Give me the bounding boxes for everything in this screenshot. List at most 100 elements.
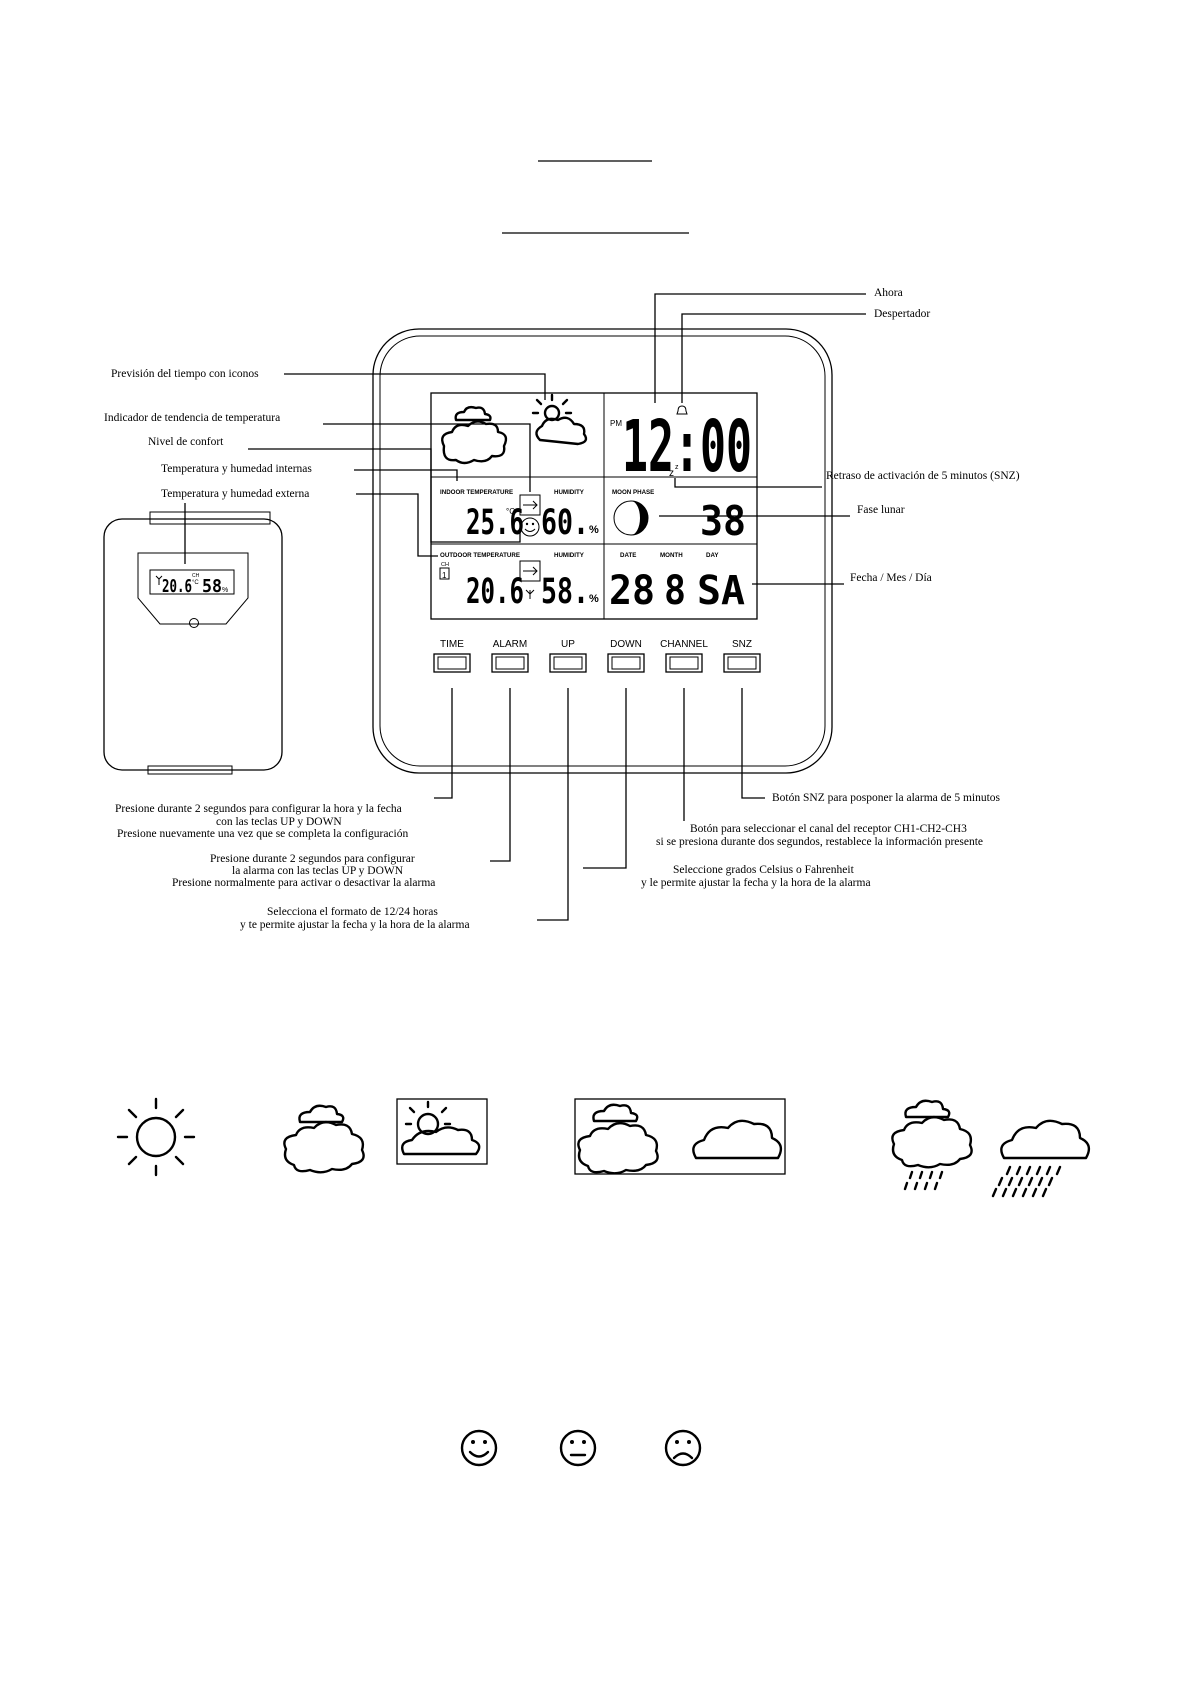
sensor-ch: CH — [192, 573, 200, 579]
lcd-pm-indicator: PM — [610, 419, 622, 428]
button-label-channel: CHANNEL — [660, 639, 708, 650]
heavy-cloud-icon — [692, 1119, 783, 1160]
leader-snz-button — [741, 688, 765, 799]
button-label-alarm: ALARM — [493, 639, 527, 650]
note-down-line-1: Seleccione grados Celsius o Fahrenheit — [673, 864, 855, 876]
note-alarm-line-2: la alarma con las teclas UP y DOWN — [232, 865, 404, 877]
lcd-moon-phase-label: MOON PHASE — [612, 489, 654, 496]
lcd-comfort-icon — [520, 517, 540, 537]
note-channel-line-1: Botón para seleccionar el canal del rece… — [690, 823, 967, 835]
time-button[interactable] — [433, 653, 471, 673]
button-notes: Presione durante 2 segundos para configu… — [115, 688, 1001, 931]
sensor-bottom-foot — [147, 765, 233, 775]
up-button[interactable] — [549, 653, 587, 673]
lcd-day-value: SA — [697, 568, 745, 614]
channel-button[interactable] — [665, 653, 703, 673]
lcd-snooze-marker: z — [669, 468, 674, 479]
sensor-temp: 20.6 — [162, 576, 192, 597]
alarm-button[interactable] — [491, 653, 529, 673]
leader-comfort-level — [248, 448, 521, 543]
comfort-neutral-icon — [559, 1429, 597, 1467]
lcd-snooze-marker-sup: z — [675, 464, 679, 471]
lcd-channel-number: 1 — [442, 571, 447, 580]
main-unit-inner-frame — [379, 335, 826, 767]
callout-weather-forecast: Previsión del tiempo con iconos — [111, 368, 259, 380]
lcd-indoor-unit: °C — [506, 507, 515, 516]
lcd-time: 12:00 — [622, 405, 752, 488]
leader-weather-forecast — [284, 373, 546, 400]
note-time-line-3: Presione nuevamente una vez que se compl… — [117, 828, 408, 840]
lcd-outdoor-humidity-label: HUMIDITY — [554, 552, 585, 559]
lcd-temperature-trend-icon — [519, 494, 541, 516]
weather-icon-legend — [116, 1097, 1091, 1198]
leader-outdoor — [356, 493, 438, 557]
leader-indoor — [354, 469, 458, 481]
button-row: TIME ALARM UP DOWN CHANNEL SNZ — [433, 639, 761, 673]
note-snz: Botón SNZ para posponer la alarma de 5 m… — [772, 792, 1001, 804]
note-down-line-2: y le permite ajustar la fecha y la hora … — [641, 877, 871, 889]
lcd-month-value: 8 — [664, 568, 686, 614]
right-callouts: Ahora Despertador Retraso de activación … — [654, 287, 1020, 585]
lcd-indoor-label: INDOOR TEMPERATURE — [440, 489, 513, 496]
sensor-body — [103, 518, 283, 771]
partly-cloudy-icon — [401, 1100, 481, 1156]
sensor-percent: % — [222, 587, 228, 594]
callout-temperature-trend: Indicador de tendencia de temperatura — [104, 412, 280, 424]
leader-alarm — [681, 313, 866, 403]
main-unit: PM 12:00 z z INDOOR TEMPERATURE 25.6 °C … — [372, 328, 833, 774]
lcd-signal-icon — [525, 589, 535, 599]
lcd-outdoor-percent: % — [589, 593, 599, 605]
note-channel-line-2: si se presiona durante dos segundos, res… — [656, 836, 983, 848]
remote-sensor: 20.6 CH °C 58 % — [103, 511, 283, 775]
button-label-down: DOWN — [610, 639, 642, 650]
note-time-line-1: Presione durante 2 segundos para configu… — [115, 803, 402, 815]
sunny-icon — [116, 1097, 196, 1177]
lcd-day-label: DAY — [706, 552, 719, 559]
snz-button[interactable] — [723, 653, 761, 673]
lcd-channel-box — [439, 567, 450, 580]
sensor-front-panel — [137, 552, 249, 625]
callout-snooze-delay: Retraso de activación de 5 minutos (SNZ) — [826, 470, 1020, 482]
main-unit-outer-frame — [372, 328, 833, 774]
down-button[interactable] — [607, 653, 645, 673]
sensor-signal-icon — [155, 575, 163, 585]
sensor-top-cap — [149, 511, 271, 525]
sensor-unit: °C — [192, 580, 199, 586]
leader-up-button — [537, 688, 569, 921]
lcd-outdoor-humidity: 58. — [541, 572, 589, 612]
leader-now — [654, 293, 866, 403]
lcd-alarm-bell-icon — [676, 405, 688, 415]
note-alarm-line-3: Presione normalmente para activar o desa… — [172, 877, 435, 889]
button-label-snz: SNZ — [732, 639, 752, 650]
heavy-rain-icon — [991, 1119, 1091, 1198]
overcast-frame — [574, 1098, 786, 1175]
lcd-weather-forecast-icons — [441, 393, 588, 465]
comfort-happy-icon — [460, 1429, 498, 1467]
leader-alarm-button — [490, 688, 511, 862]
callout-date: Fecha / Mes / Día — [850, 572, 932, 584]
lcd-indoor-percent: % — [589, 524, 599, 536]
comfort-icon-legend — [460, 1429, 702, 1467]
note-up-line-2: y te permite ajustar la fecha y la hora … — [240, 919, 470, 931]
lcd-outdoor-temp: 20.6 — [466, 572, 524, 612]
callout-comfort-level: Nivel de confort — [148, 436, 224, 448]
lcd-moon-day: 38 — [700, 497, 746, 545]
callout-moon-phase: Fase lunar — [857, 504, 905, 516]
sensor-screen — [149, 569, 235, 595]
lcd-date-value: 28 — [609, 568, 655, 614]
light-rain-icon — [891, 1099, 973, 1191]
note-time-line-2: con las teclas UP y DOWN — [216, 816, 342, 828]
comfort-sad-icon — [664, 1429, 702, 1467]
callout-outdoor: Temperatura y humedad externa — [161, 488, 309, 500]
left-callouts: Previsión del tiempo con iconos Indicado… — [104, 368, 546, 564]
lcd-outdoor-trend-icon — [519, 560, 541, 582]
sensor-humidity: 58 — [202, 576, 222, 597]
callout-alarm: Despertador — [874, 308, 930, 320]
note-alarm-line-1: Presione durante 2 segundos para configu… — [210, 853, 415, 865]
lcd-indoor-humidity: 60. — [541, 503, 589, 543]
callout-now: Ahora — [874, 287, 903, 299]
lcd-month-label: MONTH — [660, 552, 683, 559]
leader-down-button — [583, 688, 627, 869]
button-label-up: UP — [561, 639, 575, 650]
lcd-channel-tag: CH — [441, 562, 449, 568]
